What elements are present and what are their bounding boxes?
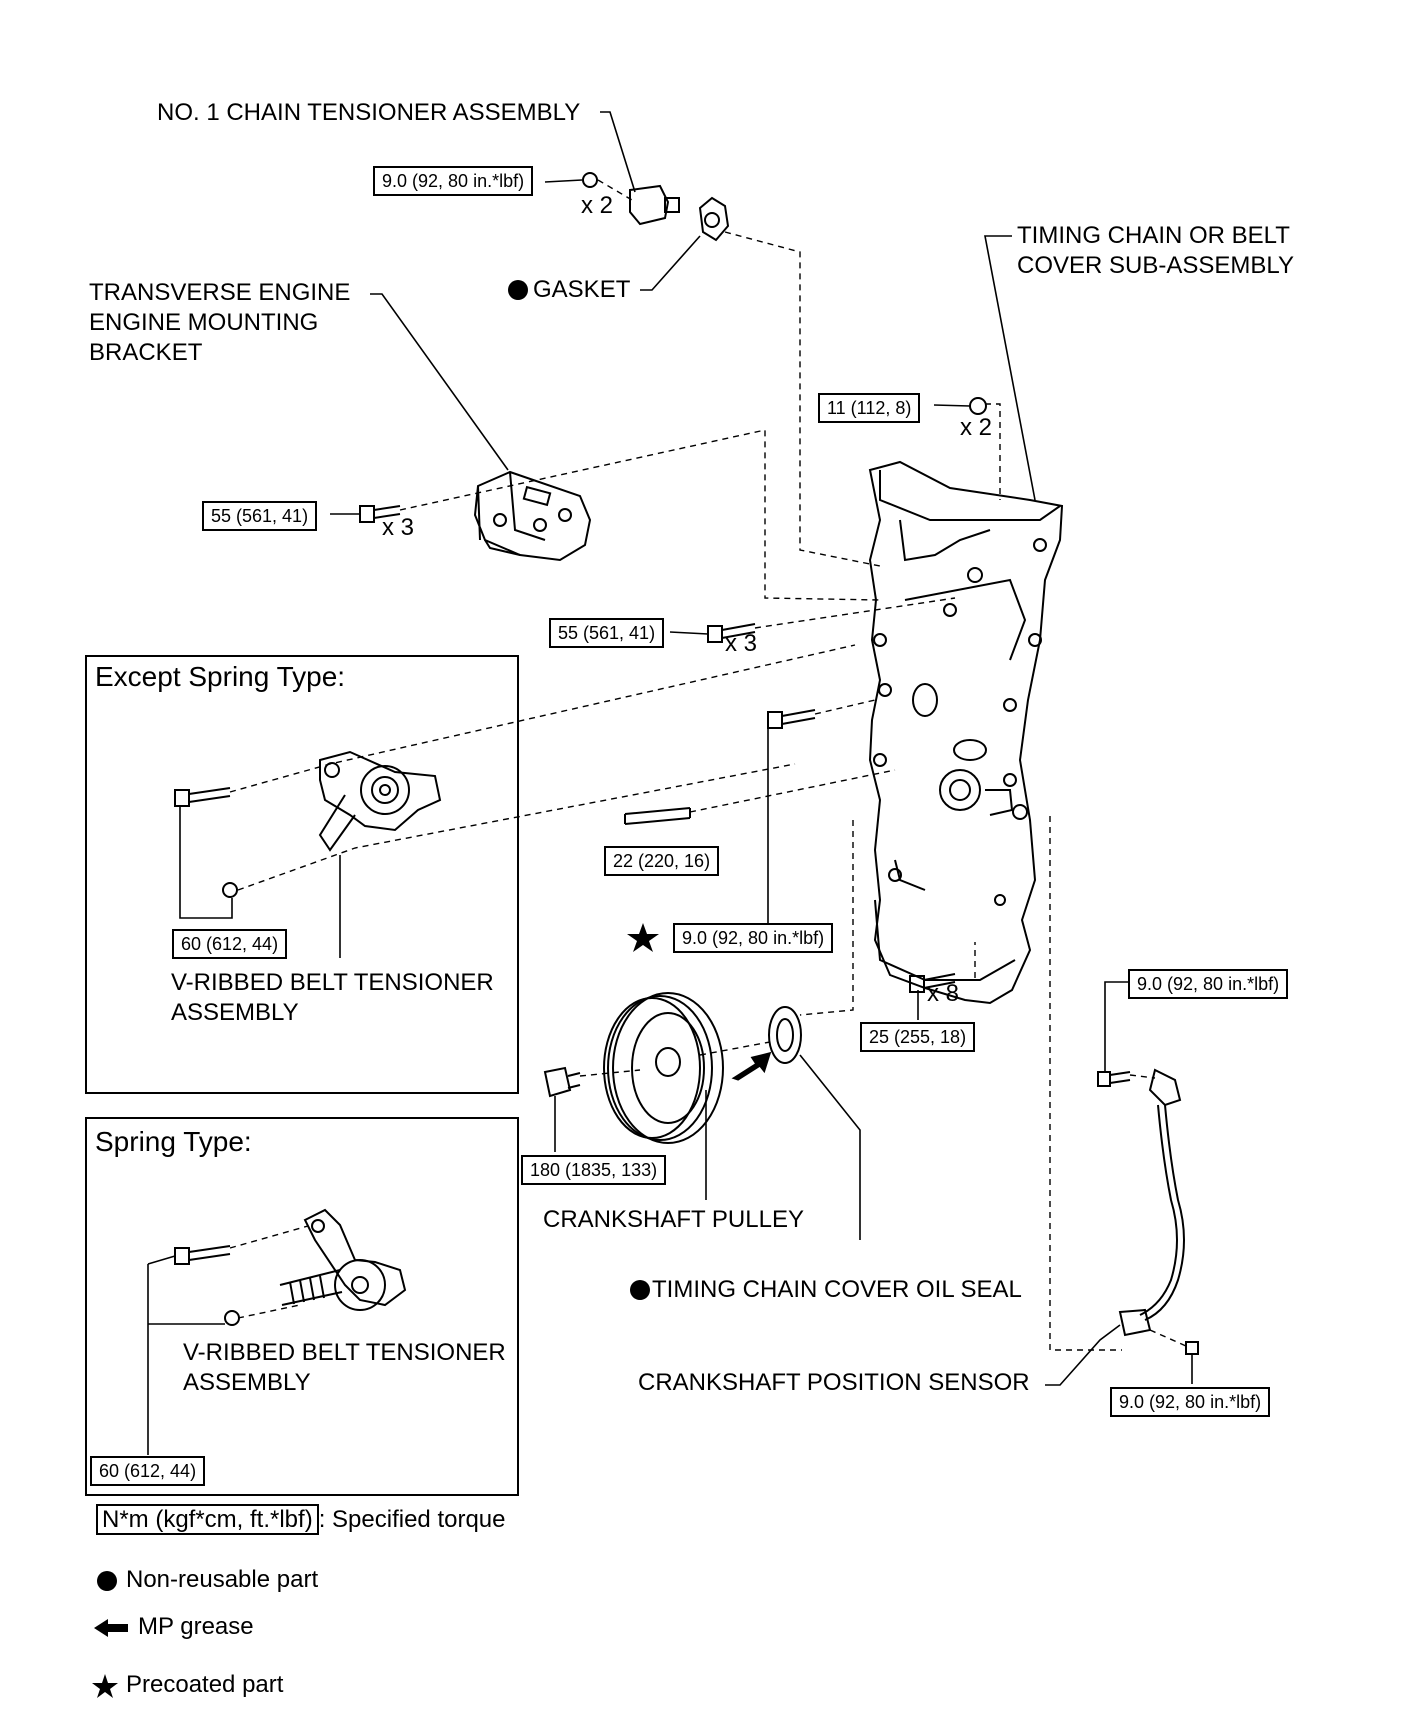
torque-cover-nut: 11 (112, 8) — [818, 393, 921, 423]
qty-cover-bolt-55: x 3 — [725, 630, 758, 657]
mounting-bracket-part — [473, 470, 592, 562]
leader-lines — [147, 111, 1193, 1455]
torque-sensor-bolt-top: 9.0 (92, 80 in.*lbf) — [1128, 969, 1289, 999]
torque-cover-bolt-55: 55 (561, 41) — [549, 618, 665, 648]
torque-bracket-bolt: 55 (561, 41) — [202, 501, 318, 531]
crank-sensor-part — [1118, 1068, 1185, 1337]
non-reusable-icon — [630, 1280, 650, 1300]
mp-grease-arrow-icon — [94, 1618, 128, 1637]
label-oil-seal: TIMING CHAIN COVER OIL SEAL — [652, 1276, 1022, 1303]
label-chain-tensioner: NO. 1 CHAIN TENSIONER ASSEMBLY — [157, 99, 581, 126]
legend-mp-grease: MP grease — [92, 1612, 254, 1642]
torque-tensioner-nut: 9.0 (92, 80 in.*lbf) — [373, 166, 534, 196]
non-reusable-icon — [97, 1570, 117, 1591]
timing-cover-part — [868, 460, 1064, 1005]
box-title-except-spring: Except Spring Type: — [95, 661, 346, 692]
legend-non-reusable: Non-reusable part — [96, 1565, 318, 1595]
legend-torque-text: : Specified torque — [318, 1506, 506, 1533]
label-vribbed-tensioner-2: V-RIBBED BELT TENSIONER ASSEMBLY — [183, 1339, 506, 1396]
legend-non-reusable-text: Non-reusable part — [126, 1566, 319, 1593]
legend-torque-box: N*m (kgf*cm, ft.*lbf) — [96, 1504, 319, 1535]
torque-sensor-bolt-bottom: 9.0 (92, 80 in.*lbf) — [1110, 1387, 1271, 1417]
precoated-star-icon — [627, 923, 659, 952]
torque-cover-bolt-25: 25 (255, 18) — [860, 1022, 976, 1052]
belt-tensioner-spring — [174, 1208, 407, 1326]
label-timing-cover: TIMING CHAIN OR BELT COVER SUB-ASSEMBLY — [1017, 222, 1294, 279]
chain-tensioner-part — [582, 172, 730, 242]
torque-pulley-bolt: 180 (1835, 133) — [521, 1155, 667, 1185]
markers — [508, 280, 772, 1300]
crankshaft-pulley-part — [603, 992, 724, 1144]
mp-grease-arrow-icon — [731, 1051, 772, 1081]
torque-tensioner-bolt-1: 60 (612, 44) — [172, 929, 288, 959]
oil-seal-part — [768, 1006, 802, 1064]
qty-bracket-bolt: x 3 — [382, 514, 415, 541]
box-except-spring-type — [85, 655, 519, 1094]
legend-precoated-text: Precoated part — [126, 1671, 284, 1698]
label-crank-pulley: CRANKSHAFT PULLEY — [543, 1206, 804, 1233]
qty-cover-nut: x 2 — [960, 414, 993, 441]
box-spring-type — [85, 1117, 519, 1496]
box-title-spring: Spring Type: — [95, 1126, 252, 1157]
label-vribbed-tensioner-1: V-RIBBED BELT TENSIONER ASSEMBLY — [171, 969, 494, 1026]
precoated-star-icon — [92, 1673, 118, 1698]
torque-precoated-bolt: 9.0 (92, 80 in.*lbf) — [673, 923, 834, 953]
non-reusable-icon — [508, 280, 528, 300]
qty-cover-bolt-25: x 8 — [927, 980, 960, 1007]
legend-precoated: Precoated part — [92, 1670, 283, 1700]
qty-tensioner-nut: x 2 — [581, 192, 614, 219]
bolts — [359, 397, 1199, 1355]
torque-stud: 22 (220, 16) — [604, 846, 720, 876]
torque-tensioner-bolt-2: 60 (612, 44) — [90, 1456, 206, 1486]
label-mount-bracket: TRANSVERSE ENGINE ENGINE MOUNTING BRACKE… — [89, 279, 351, 366]
belt-tensioner-except-spring — [174, 750, 442, 898]
label-gasket: GASKET — [533, 276, 631, 303]
legend-mp-grease-text: MP grease — [138, 1613, 254, 1640]
label-crank-sensor: CRANKSHAFT POSITION SENSOR — [638, 1369, 1030, 1396]
legend-torque: N*m (kgf*cm, ft.*lbf): Specified torque — [96, 1504, 506, 1535]
alignment-lines — [229, 179, 1187, 1351]
